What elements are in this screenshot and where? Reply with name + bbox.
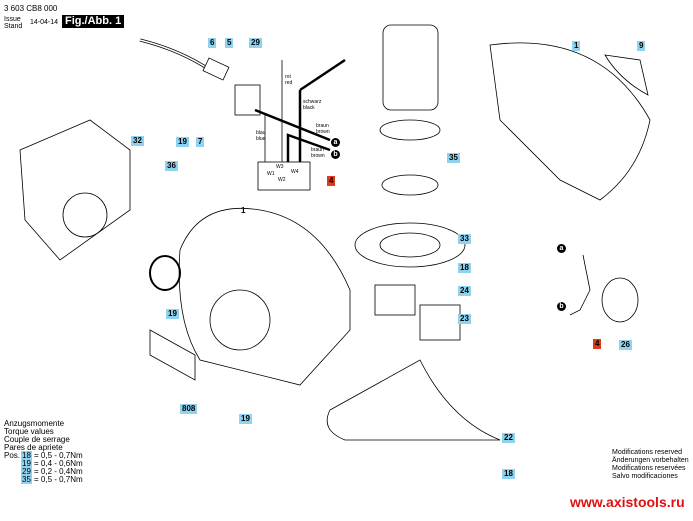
wire-label-blau: blau	[256, 130, 266, 136]
callout-5: 5	[225, 38, 234, 48]
torque-value: = 0,2 - 0,4Nm	[34, 467, 83, 476]
brackets	[374, 284, 461, 341]
torque-value: = 0,5 - 0,7Nm	[34, 475, 83, 484]
terminal-w3: W3	[276, 164, 284, 170]
switch-wires	[569, 254, 591, 316]
torque-pos-label: Pos.	[4, 451, 21, 460]
website-link[interactable]: www.axistools.ru	[570, 494, 685, 510]
o-ring	[149, 255, 181, 291]
stand-label: Stand	[4, 23, 23, 30]
torque-pos: 18	[21, 451, 32, 460]
callout-1: 1	[572, 41, 581, 51]
part-number: 3 603 CB8 000	[4, 4, 58, 13]
callout-22: 22	[502, 433, 515, 443]
motor	[379, 24, 441, 196]
fan-housing	[354, 222, 466, 268]
torque-title-en: Torque values	[4, 427, 54, 436]
figure-label: Fig./Abb. 1	[62, 15, 125, 28]
dust-cover	[19, 119, 131, 261]
cover-9	[604, 54, 649, 96]
torque-title-de: Anzugsmomente	[4, 419, 65, 428]
wire-label-red: red	[285, 80, 293, 86]
sanding-plate	[326, 359, 501, 441]
connector-b: b	[331, 150, 340, 159]
callout-9: 9	[637, 41, 646, 51]
callout-32: 32	[131, 136, 144, 146]
torque-value: = 0,5 - 0,7Nm	[34, 451, 83, 460]
wire-label-brown: brown	[316, 129, 330, 135]
callout-4-b: 4	[593, 339, 602, 349]
housing-shell-left	[178, 207, 351, 386]
callout-19: 19	[176, 137, 189, 147]
callout-7: 7	[196, 137, 205, 147]
connector-a-2: a	[557, 244, 566, 253]
wire-label-braun: braun	[316, 123, 329, 129]
torque-pos: 29	[21, 467, 32, 476]
torque-pos: 35	[21, 475, 32, 484]
connector-b-2: b	[557, 302, 566, 311]
wire-label-rot: rot	[285, 74, 291, 80]
torque-title-fr: Couple de serrage	[4, 435, 70, 444]
housing-shell-right	[489, 42, 651, 201]
connector-a: a	[331, 138, 340, 147]
callout-26: 26	[619, 340, 632, 350]
wire-label-braun-2: braun	[311, 147, 324, 153]
mod-fr: Modifications reservées	[612, 465, 686, 472]
pad-808	[149, 329, 196, 381]
terminal-w4: W4	[291, 169, 299, 175]
terminal-w1: W1	[267, 171, 275, 177]
callout-33: 33	[458, 234, 471, 244]
callout-18-b: 18	[502, 469, 515, 479]
callout-19-c: 19	[239, 414, 252, 424]
torque-value: = 0,4 - 0,6Nm	[34, 459, 83, 468]
cover-26	[601, 277, 639, 323]
callout-6: 6	[208, 38, 217, 48]
callout-4-switch: 4	[327, 176, 336, 186]
torque-pos: 19	[21, 459, 32, 468]
switch-box	[257, 161, 311, 191]
wire-label-schwarz: schwarz	[303, 99, 322, 105]
wire-label-brown-2: brown	[311, 153, 325, 159]
terminal-w2: W2	[278, 177, 286, 183]
issue-date: 14-04-14	[30, 19, 59, 26]
callout-23: 23	[458, 314, 471, 324]
mod-es: Salvo modificaciones	[612, 473, 678, 480]
callout-19-b: 19	[166, 309, 179, 319]
mod-en: Modifications reserved	[612, 449, 683, 456]
wire-label-blue: blue	[256, 136, 266, 142]
issue-label: Issue	[4, 16, 21, 23]
torque-title-es: Pares de apriete	[4, 443, 63, 452]
mod-de: Änderungen vorbehalten	[612, 457, 689, 464]
callout-1-housing: 1	[241, 206, 246, 215]
power-cord	[139, 38, 230, 81]
callout-35: 35	[447, 153, 460, 163]
callout-29: 29	[249, 38, 262, 48]
wire-label-black: black	[303, 105, 315, 111]
callout-24: 24	[458, 286, 471, 296]
callout-18: 18	[458, 263, 471, 273]
callout-808: 808	[180, 404, 198, 414]
callout-36: 36	[165, 161, 178, 171]
